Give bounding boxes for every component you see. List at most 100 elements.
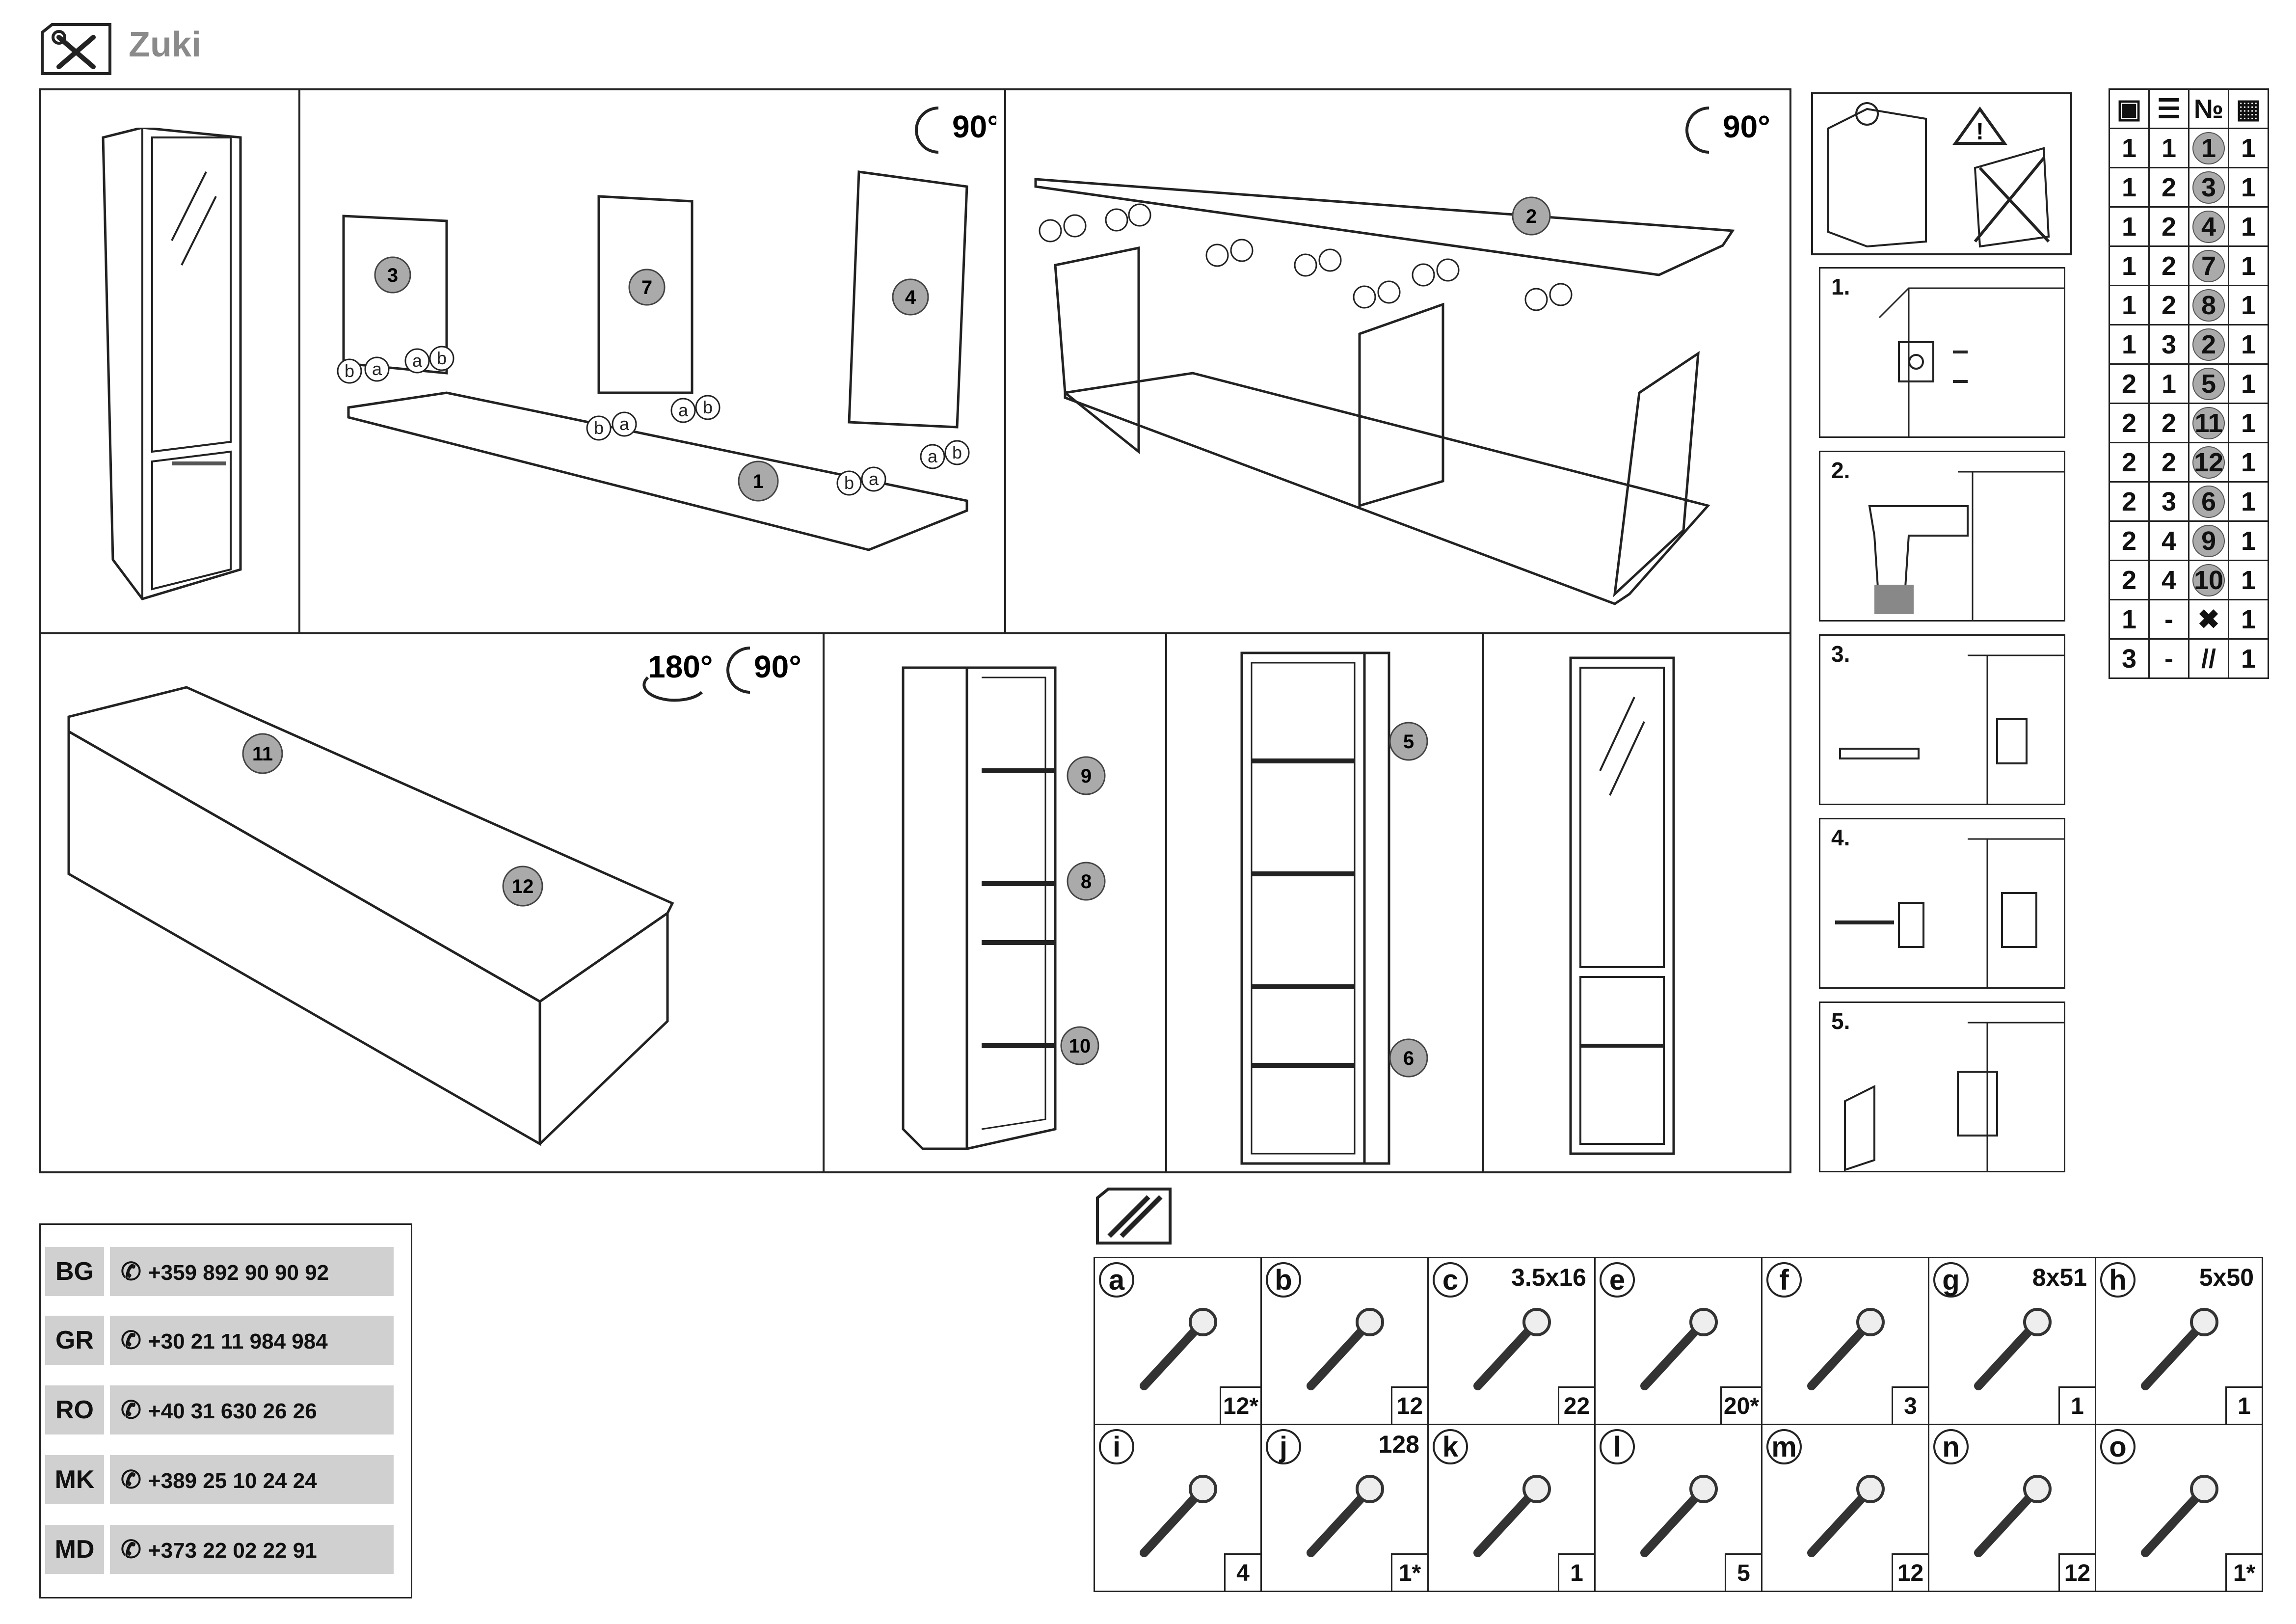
hardware-dimension: 8x51 — [2032, 1264, 2087, 1291]
svg-text:a: a — [372, 359, 382, 379]
finished-cabinet-drawing — [102, 128, 242, 600]
rotate-90-label-c: 90° — [754, 649, 801, 684]
divider — [298, 88, 300, 633]
hardware-item-e: e 20* — [1594, 1257, 1762, 1425]
nail-icon — [1640, 1308, 1718, 1390]
cam-lock-icon — [1140, 1308, 1217, 1390]
svg-text:a: a — [678, 400, 689, 420]
panel-3-label: 3 — [387, 265, 398, 286]
svg-text:a: a — [869, 469, 879, 489]
header-tools-icon — [39, 23, 113, 77]
svg-text:!: ! — [1976, 119, 1984, 145]
wall-plug-icon — [1974, 1308, 2052, 1390]
contact-row: RO✆+40 31 630 26 26 — [45, 1385, 394, 1435]
wall-step-3: 3. — [1819, 634, 2065, 805]
hardware-quantity: 1* — [1391, 1553, 1427, 1591]
hardware-letter: n — [1933, 1429, 1969, 1464]
panel-6-label: 6 — [1403, 1048, 1414, 1069]
divider — [1004, 88, 1006, 633]
number-header: № — [2188, 88, 2229, 129]
hardware-quantity: 3 — [1892, 1386, 1928, 1424]
package-icon: ▣ — [2109, 88, 2150, 129]
hardware-quantity: 20* — [1720, 1386, 1761, 1424]
divider — [823, 633, 825, 1173]
wall-bracket-icon — [2141, 1475, 2218, 1557]
hardware-quantity: 12 — [1391, 1386, 1427, 1424]
hardware-item-a: a 12* — [1094, 1257, 1262, 1425]
svg-text:b: b — [844, 473, 854, 493]
panel-2-label: 2 — [1526, 206, 1537, 227]
hardware-quantity: 4 — [1224, 1553, 1260, 1591]
svg-text:b: b — [345, 361, 354, 381]
svg-text:a: a — [928, 446, 938, 466]
hardware-letter: j — [1266, 1429, 1301, 1464]
hardware-letter: a — [1099, 1262, 1134, 1298]
washer-icon — [1807, 1308, 1885, 1390]
hardware-item-j: j 128 1* — [1260, 1424, 1429, 1592]
panel-7-label: 7 — [641, 277, 652, 298]
hardware-dimension: 3.5x16 — [1511, 1264, 1586, 1291]
hardware-quantity: 1 — [1558, 1553, 1594, 1591]
wall-step-2: 2. — [1819, 451, 2065, 622]
hardware-letter: g — [1933, 1262, 1969, 1298]
hardware-letter: l — [1600, 1429, 1635, 1464]
hardware-quantity: 5 — [1725, 1553, 1761, 1591]
hardware-letter: o — [2100, 1429, 2136, 1464]
bracket-icon — [1473, 1475, 1551, 1557]
svg-text:a: a — [619, 414, 630, 434]
divider — [39, 632, 1791, 634]
hardware-quantity: 12* — [1219, 1386, 1260, 1424]
hardware-quantity: 12 — [1892, 1553, 1928, 1591]
hardware-letter: e — [1600, 1262, 1635, 1298]
screw-icon — [1473, 1308, 1551, 1390]
hardware-letter: k — [1433, 1429, 1468, 1464]
panel-8-label: 8 — [1081, 871, 1092, 893]
wall-step-1: 1. — [1819, 267, 2065, 438]
step4-drawing: 9 8 10 — [902, 666, 1106, 1150]
phone-icon: ✆ — [121, 1258, 141, 1285]
long-screw-icon — [2141, 1308, 2218, 1390]
wall-step-5: 5. — [1819, 1001, 2065, 1172]
panel-5-label: 5 — [1403, 731, 1414, 753]
assembly-frame — [39, 88, 1791, 1173]
divider — [1165, 633, 1167, 1173]
dowel-icon — [1307, 1308, 1384, 1390]
screws-icon: // — [2188, 638, 2229, 679]
divider — [1482, 633, 1484, 1173]
panel-11-label: 11 — [252, 743, 273, 765]
panel-10-label: 10 — [1069, 1035, 1091, 1057]
stack-icon: ☰ — [2148, 88, 2189, 129]
contact-row: BG✆+359 892 90 90 92 — [45, 1247, 394, 1296]
contact-row: MK✆+389 25 10 24 24 — [45, 1455, 394, 1504]
contacts-box — [39, 1223, 412, 1598]
foot-glide-icon — [1140, 1475, 1217, 1557]
hardware-screws-icon — [1095, 1187, 1173, 1246]
hardware-quantity: 22 — [1558, 1386, 1594, 1424]
shelf-pin-icon — [1807, 1475, 1885, 1557]
step2-drawing: 2 90° — [1034, 107, 1770, 605]
hardware-quantity: 1* — [2225, 1553, 2262, 1591]
svg-text:b: b — [594, 418, 604, 438]
contact-row: MD✆+373 22 02 22 91 — [45, 1525, 394, 1574]
phone-icon: ✆ — [121, 1326, 141, 1354]
hardware-item-n: n 12 — [1928, 1424, 2096, 1592]
hardware-dimension: 128 — [1378, 1431, 1419, 1458]
hardware-quantity: 12 — [2058, 1553, 2095, 1591]
hardware-letter: f — [1766, 1262, 1802, 1298]
step6-drawing — [1569, 656, 1675, 1155]
table-row: 1-✖1 — [2109, 599, 2269, 640]
